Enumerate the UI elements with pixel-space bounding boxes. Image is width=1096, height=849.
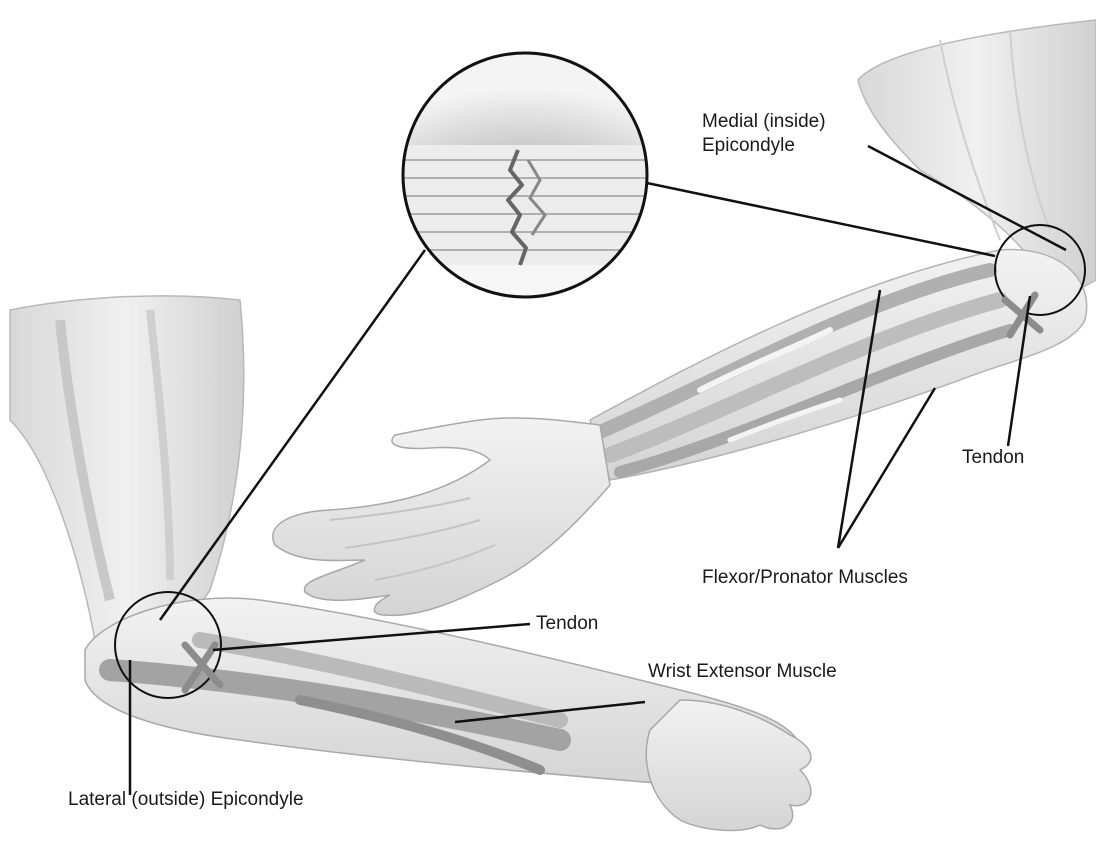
label-lateral-epicondyle: Lateral (outside) Epicondyle <box>68 788 304 812</box>
label-flexor-pronator-muscles: Flexor/Pronator Muscles <box>702 566 908 590</box>
left-upper-arm <box>10 296 244 644</box>
label-tendon-left: Tendon <box>536 612 598 636</box>
right-hand <box>273 418 610 615</box>
left-hand <box>646 700 811 830</box>
leader-magnifier-to-medial <box>647 183 995 256</box>
magnified-tendon-view <box>385 50 665 297</box>
label-medial-line1: Medial (inside) <box>702 110 826 134</box>
label-wrist-extensor-muscle: Wrist Extensor Muscle <box>648 660 837 684</box>
label-medial-epicondyle: Medial (inside) Epicondyle <box>702 110 826 158</box>
label-tendon-right: Tendon <box>962 446 1024 470</box>
label-medial-line2: Epicondyle <box>702 134 826 158</box>
